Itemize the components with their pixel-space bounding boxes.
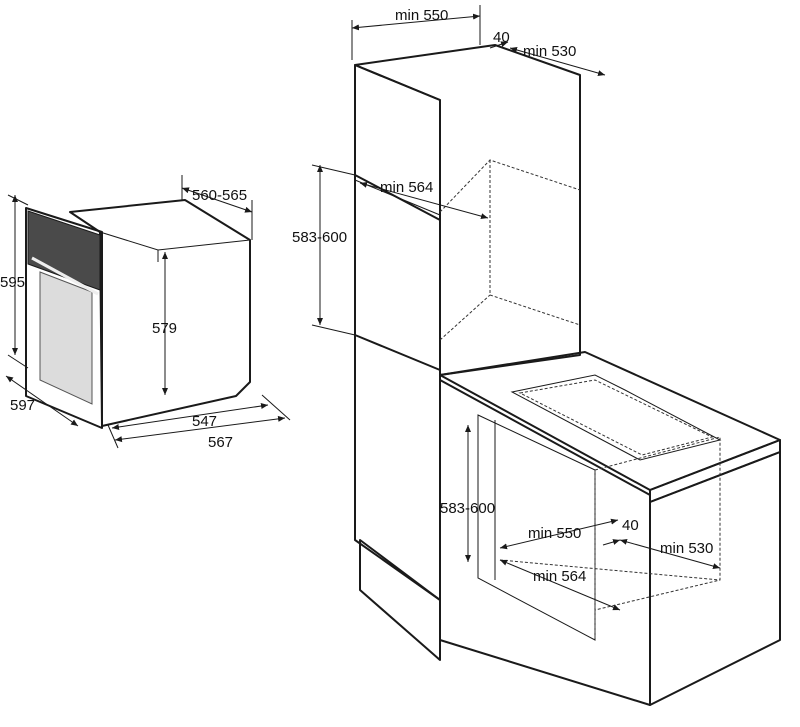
oven-width-label: 597 bbox=[10, 397, 35, 414]
oven-door-window bbox=[39, 271, 93, 405]
tall-niche-height-label: 583-600 bbox=[292, 229, 347, 246]
base-cabinet-front bbox=[439, 379, 651, 706]
oven-total-depth-label: 567 bbox=[208, 434, 233, 451]
base-niche-height-label: 583-600 bbox=[440, 500, 495, 517]
tall-depth-label: min 530 bbox=[523, 43, 576, 60]
base-cabinet-side bbox=[649, 451, 781, 706]
cabinet-drawing bbox=[354, 44, 781, 706]
oven-drawing bbox=[25, 199, 251, 429]
oven-depth-label: 560-565 bbox=[192, 187, 247, 204]
base-oven-niche bbox=[477, 414, 596, 641]
tall-width-label: min 550 bbox=[395, 7, 448, 24]
tall-gap-label: 40 bbox=[493, 29, 510, 46]
tall-cabinet-upper-front bbox=[354, 64, 441, 221]
oven-dimensions: 560-565 595 579 597 547 567 bbox=[0, 175, 291, 451]
hob-cutout bbox=[510, 374, 722, 461]
base-gap-label: 40 bbox=[622, 517, 639, 534]
base-width-label: min 550 bbox=[528, 525, 581, 542]
oven-handle bbox=[31, 256, 99, 296]
base-niche-width-label: min 564 bbox=[533, 568, 586, 585]
oven-front bbox=[25, 207, 103, 429]
oven-control-panel bbox=[27, 210, 101, 291]
tall-niche-width-label: min 564 bbox=[380, 179, 433, 196]
oven-inner-height-label: 579 bbox=[152, 320, 177, 337]
tall-cabinet-lower-front bbox=[354, 334, 441, 601]
oven-height-label: 595 bbox=[0, 274, 25, 291]
base-depth-label: min 530 bbox=[660, 540, 713, 557]
tall-cabinet-side bbox=[354, 44, 581, 376]
cabinet-dimensions: min 550 40 min 530 583-600 min 564 583-6… bbox=[292, 5, 721, 611]
